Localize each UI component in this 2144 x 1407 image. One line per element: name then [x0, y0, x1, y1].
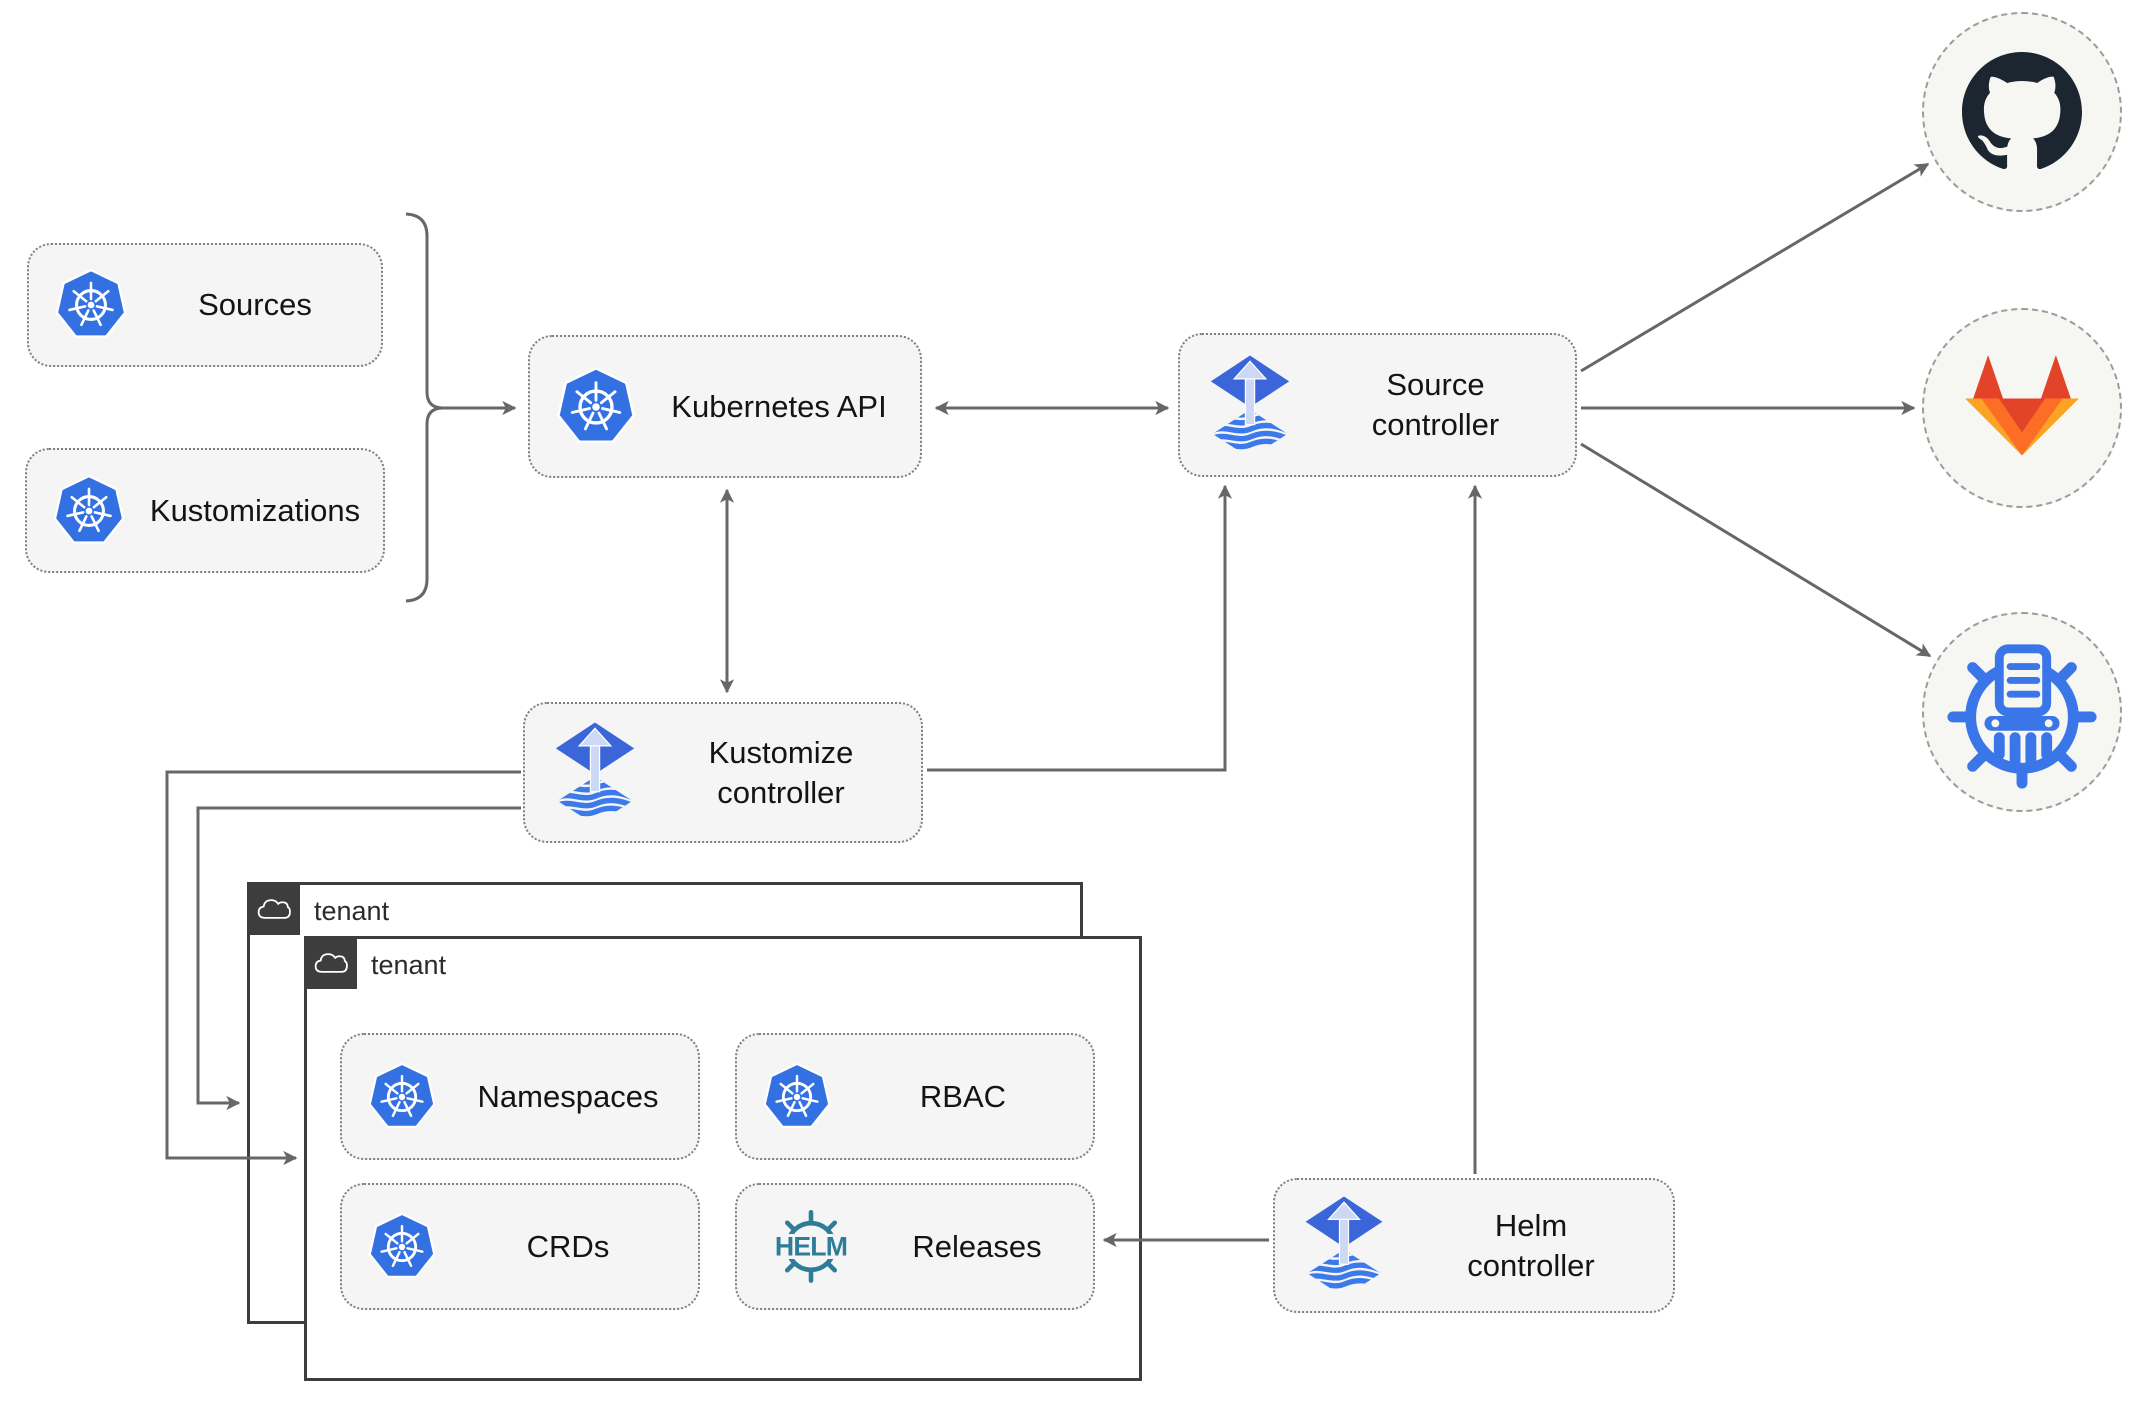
node-source-controller: Source controller [1178, 333, 1577, 477]
node-releases: HELM Releases [735, 1183, 1095, 1310]
kubernetes-icon [51, 473, 127, 549]
flux-icon [549, 720, 641, 825]
node-namespaces: Namespaces [340, 1033, 700, 1160]
chartmuseum-icon [1947, 644, 2097, 789]
edge-bracket [405, 212, 444, 603]
endpoint-gitlab [1922, 308, 2122, 508]
node-kustomizations-label: Kustomizations [149, 492, 361, 528]
node-rbac: RBAC [735, 1033, 1095, 1160]
flux-icon [1204, 353, 1296, 458]
node-sources: Sources [27, 243, 383, 367]
tenant-inner-tab [304, 936, 357, 989]
edge-source-controller-to-helm-repository [1580, 442, 1932, 658]
kubernetes-icon [366, 1211, 438, 1283]
edge-kustomize-to-source-controller [927, 484, 1233, 772]
node-kubernetes-api-label: Kubernetes API [671, 388, 887, 424]
helm-logo-text: HELM [775, 1232, 847, 1262]
tenant-outer-label: tenant [314, 896, 390, 926]
node-crds: CRDs [340, 1183, 700, 1310]
node-namespaces-label: Namespaces [477, 1078, 659, 1114]
cloud-icon [313, 950, 349, 976]
flux-icon [1299, 1194, 1389, 1297]
tenant-inner-label: tenant [371, 950, 447, 980]
tenant-outer-tab [247, 882, 300, 935]
node-kustomize-controller: Kustomize controller [523, 702, 923, 843]
endpoint-github [1922, 12, 2122, 212]
node-helm-controller: Helm controller [1273, 1178, 1675, 1313]
node-rbac-label: RBAC [919, 1078, 1007, 1114]
kubernetes-icon [53, 267, 129, 343]
endpoint-helm-repository [1922, 612, 2122, 812]
node-crds-label: CRDs [526, 1228, 610, 1264]
kubernetes-icon [761, 1061, 833, 1133]
node-sources-label: Sources [198, 287, 312, 323]
github-icon [1962, 52, 2082, 170]
kubernetes-icon [366, 1061, 438, 1133]
gitlab-icon [1965, 355, 2079, 456]
helm-icon: HELM [761, 1209, 861, 1284]
kubernetes-icon [554, 365, 638, 449]
node-kustomize-controller-label: Kustomize controller [708, 734, 854, 810]
cloud-icon [256, 896, 292, 922]
edge-source-controller-to-github [1580, 162, 1930, 373]
node-kustomizations: Kustomizations [25, 448, 385, 573]
node-releases-label: Releases [912, 1228, 1042, 1264]
node-helm-controller-label: Helm controller [1467, 1207, 1595, 1283]
node-source-controller-label: Source controller [1371, 367, 1500, 442]
node-kubernetes-api: Kubernetes API [528, 335, 922, 478]
